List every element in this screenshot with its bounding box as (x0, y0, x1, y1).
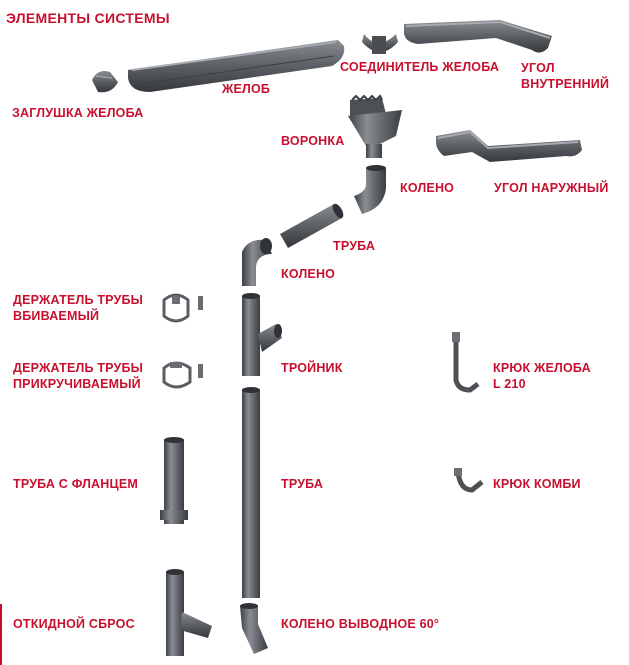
label-hook-combi: КРЮК КОМБИ (493, 476, 581, 492)
inner-corner-part (404, 20, 552, 53)
tee-part (242, 293, 282, 376)
label-outer-corner: УГОЛ НАРУЖНЫЙ (494, 180, 609, 196)
label-hook-long-1: КРЮК ЖЕЛОБА (493, 360, 591, 376)
flap-outlet-part (166, 569, 212, 656)
label-elbow-outlet: КОЛЕНО ВЫВОДНОЕ 60° (281, 616, 439, 632)
label-holder-screwed-2: ПРИКРУЧИВАЕМЫЙ (13, 376, 141, 392)
pipe-flange-part (160, 437, 188, 524)
funnel-part (348, 96, 402, 158)
label-elbow-top: КОЛЕНО (400, 180, 454, 196)
label-inner-corner-1: УГОЛ (521, 60, 555, 76)
outer-corner-part (436, 130, 582, 162)
holder-screwed-part (164, 362, 203, 387)
label-inner-corner-2: ВНУТРЕННИЙ (521, 76, 609, 92)
diagram-title: ЭЛЕМЕНТЫ СИСТЕМЫ (6, 10, 170, 26)
label-elbow-mid: КОЛЕНО (281, 266, 335, 282)
hook-combi-part (454, 468, 482, 490)
label-funnel: ВОРОНКА (281, 133, 344, 149)
elbow-top-part (354, 165, 386, 214)
label-pipe-short: ТРУБА (333, 238, 375, 254)
holder-driven-part (164, 295, 203, 321)
label-tee: ТРОЙНИК (281, 360, 343, 376)
elbow-outlet-part (240, 603, 268, 654)
edge-accent-bar (0, 604, 2, 665)
label-gutter-connector: СОЕДИНИТЕЛЬ ЖЕЛОБА (340, 59, 499, 75)
label-holder-screwed-1: ДЕРЖАТЕЛЬ ТРУБЫ (13, 360, 143, 376)
label-gutter: ЖЕЛОБ (222, 81, 270, 97)
label-flap-outlet: ОТКИДНОЙ СБРОС (13, 616, 135, 632)
pipe-long-part (242, 387, 260, 598)
label-hook-long-2: L 210 (493, 376, 526, 392)
elbow-mid-part (242, 238, 272, 286)
label-holder-driven-2: ВБИВАЕМЫЙ (13, 308, 99, 324)
label-holder-driven-1: ДЕРЖАТЕЛЬ ТРУБЫ (13, 292, 143, 308)
gutter-connector-part (362, 34, 398, 54)
hook-long-part (452, 332, 478, 390)
label-gutter-cap: ЗАГЛУШКА ЖЕЛОБА (12, 105, 144, 121)
label-pipe-long: ТРУБА (281, 476, 323, 492)
gutter-cap-part (92, 71, 118, 92)
label-pipe-flange: ТРУБА С ФЛАНЦЕМ (13, 476, 138, 492)
